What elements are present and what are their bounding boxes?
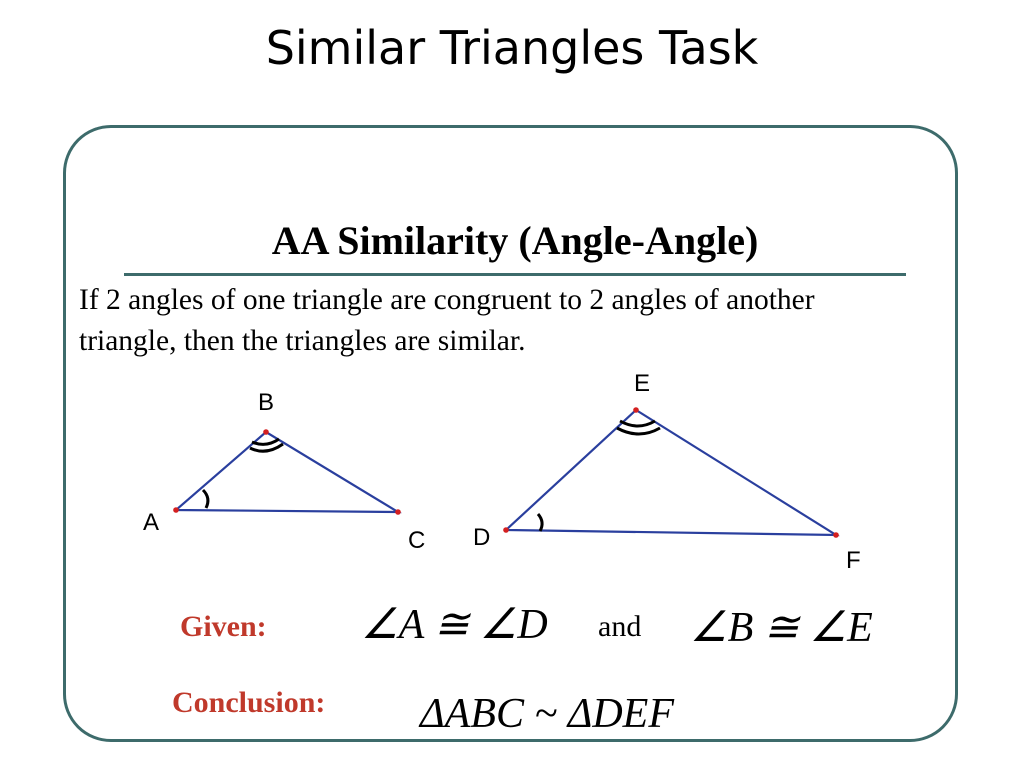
conclusion-statement: ΔABC ~ ΔDEF bbox=[420, 691, 674, 737]
angle-e-mark-outer bbox=[616, 426, 661, 436]
vertex-c-dot bbox=[395, 509, 401, 515]
slide-title: Similar Triangles Task bbox=[265, 21, 759, 75]
given-connector: and bbox=[598, 610, 642, 643]
vertex-a-label: A bbox=[143, 509, 160, 536]
content-frame bbox=[63, 125, 958, 742]
angle-e-mark-inner bbox=[619, 419, 656, 428]
vertex-d-dot bbox=[503, 527, 509, 533]
triangle-def bbox=[503, 408, 840, 537]
vertex-b-dot bbox=[263, 429, 269, 435]
vertex-d-label: D bbox=[473, 524, 491, 551]
vertex-f-dot bbox=[833, 532, 839, 538]
angle-b-mark-inner bbox=[251, 437, 280, 446]
heading-divider bbox=[124, 273, 906, 276]
given-statement-2: ∠B ≅ ∠E bbox=[690, 605, 873, 651]
given-statement-1: ∠A ≅ ∠D bbox=[361, 602, 548, 648]
theorem-heading: AA Similarity (Angle-Angle) bbox=[271, 218, 759, 263]
angle-a-mark bbox=[201, 488, 210, 509]
vertex-e-label: E bbox=[634, 370, 651, 397]
vertex-c-label: C bbox=[408, 527, 426, 554]
vertex-e-dot bbox=[633, 407, 639, 413]
vertex-b-label: B bbox=[258, 389, 275, 416]
theorem-statement: If 2 angles of one triangle are congruen… bbox=[79, 284, 815, 357]
vertex-f-label: F bbox=[846, 547, 861, 574]
vertex-a-dot bbox=[173, 507, 179, 513]
triangle-abc bbox=[173, 430, 402, 514]
angle-d-mark bbox=[536, 513, 544, 532]
given-label: Given: bbox=[180, 610, 267, 643]
angle-b-mark-outer bbox=[249, 442, 284, 453]
conclusion-label: Conclusion: bbox=[172, 686, 326, 719]
